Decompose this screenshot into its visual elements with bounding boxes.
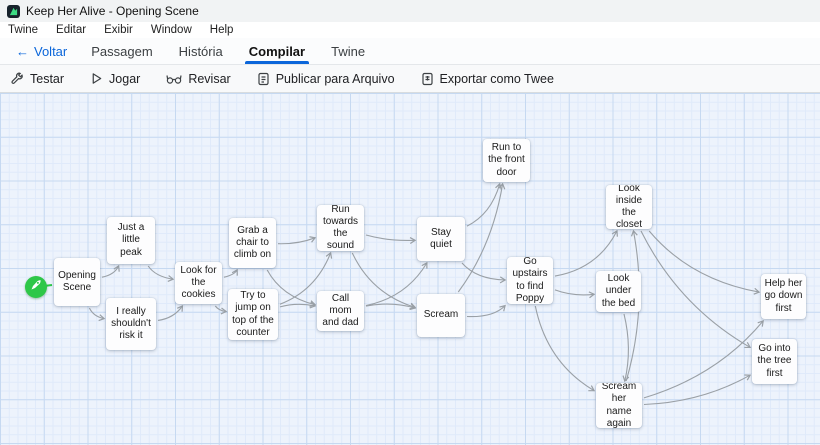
passage-node-scream_again[interactable]: Scream her name again: [596, 383, 642, 428]
play-button[interactable]: Jogar: [90, 72, 140, 86]
document-icon: [257, 72, 270, 86]
passage-node-run_sound[interactable]: Run towards the sound: [317, 205, 364, 251]
passage-node-cookies[interactable]: Look for the cookies: [175, 262, 222, 304]
passage-title: Grab a chair to climb on: [233, 224, 272, 261]
publish-label: Publicar para Arquivo: [275, 71, 395, 86]
link-run_sound-stay: [365, 234, 417, 245]
passage-title: Look under the bed: [601, 273, 636, 309]
wrench-icon: [10, 72, 24, 86]
link-chair-run_sound: [277, 236, 317, 245]
link-stay-go_upstairs: [461, 262, 507, 284]
passage-node-opening[interactable]: Opening Scene: [54, 258, 100, 306]
passage-node-call[interactable]: Call mom and dad: [317, 291, 364, 331]
link-cookies-chair: [223, 268, 238, 278]
publish-button[interactable]: Publicar para Arquivo: [257, 72, 395, 86]
link-call-stay: [365, 261, 428, 307]
link-bed-scream_again: [622, 313, 630, 383]
link-go_upstairs-bed: [554, 289, 596, 299]
play-label: Jogar: [109, 71, 141, 86]
title-bar: Keep Her Alive - Opening Scene: [0, 0, 820, 22]
passage-node-front_door[interactable]: Run to the front door: [483, 139, 530, 182]
passage-node-bed[interactable]: Look under the bed: [596, 271, 641, 312]
passage-node-chair[interactable]: Grab a chair to climb on: [229, 218, 276, 268]
passage-node-peak[interactable]: Just a little peak: [107, 217, 155, 264]
passage-node-closet[interactable]: Look inside the closet: [606, 185, 652, 229]
start-rocket-badge: [25, 276, 47, 298]
passage-title: Run to the front door: [488, 142, 525, 178]
test-button[interactable]: Testar: [10, 72, 64, 86]
proof-button[interactable]: Revisar: [166, 71, 231, 86]
passage-title: Look inside the closet: [615, 185, 643, 229]
back-label: Voltar: [34, 43, 68, 59]
toolbar: Testar Jogar Revisar Publicar para Arqui…: [0, 65, 820, 93]
tab-bar: ← Voltar Passagem História Compilar Twin…: [0, 38, 820, 65]
link-opening-risk: [88, 307, 106, 322]
passage-title: I really shouldn't risk it: [111, 305, 151, 342]
passage-title: Try to jump on top of the counter: [232, 290, 274, 338]
link-stay-front_door: [466, 182, 502, 227]
passage-title: Look for the cookies: [180, 264, 217, 301]
link-jump-call: [279, 301, 317, 309]
link-closet-tree: [640, 230, 752, 349]
menu-item-editar[interactable]: Editar: [56, 24, 87, 36]
window-title: Keep Her Alive - Opening Scene: [26, 4, 199, 18]
passage-node-help[interactable]: Help her go down first: [761, 274, 806, 319]
passage-node-go_upstairs[interactable]: Go upstairs to find Poppy: [507, 257, 553, 304]
link-scream-go_upstairs: [466, 304, 506, 318]
rocket-icon: [30, 278, 42, 296]
link-go_upstairs-scream_again: [534, 305, 596, 392]
link-call-scream: [365, 303, 417, 311]
passage-node-stay[interactable]: Stay quiet: [417, 217, 465, 261]
passage-title: Just a little peak: [117, 222, 145, 258]
link-closet-help: [648, 230, 761, 295]
passage-title: Scream her name again: [601, 383, 637, 428]
proof-label: Revisar: [188, 71, 231, 86]
passage-title: Opening Scene: [58, 269, 96, 293]
passage-title: Stay quiet: [430, 226, 452, 250]
passage-title: Go into the tree first: [757, 343, 792, 379]
link-peak-cookies: [147, 265, 175, 282]
play-icon: [90, 72, 103, 85]
tab-twine[interactable]: Twine: [331, 43, 366, 59]
tab-passagem[interactable]: Passagem: [91, 43, 153, 59]
link-scream_again-help: [643, 320, 764, 399]
tab-compilar[interactable]: Compilar: [241, 38, 313, 64]
glasses-icon: [166, 72, 182, 85]
document-grid-icon: [421, 72, 434, 86]
link-go_upstairs-closet: [554, 229, 618, 277]
link-cookies-jump: [214, 305, 228, 315]
passage-title: Call mom and dad: [322, 292, 359, 329]
menu-item-twine[interactable]: Twine: [8, 24, 39, 36]
test-label: Testar: [30, 71, 65, 86]
passage-node-jump[interactable]: Try to jump on top of the counter: [228, 289, 278, 340]
menu-item-help[interactable]: Help: [209, 24, 234, 36]
passage-title: Run towards the sound: [322, 205, 358, 251]
link-layer: [35, 182, 764, 406]
story-canvas[interactable]: Opening Scene Just a little peak I really …: [0, 93, 820, 445]
link-jump-run_sound: [279, 251, 333, 305]
link-scream-front_door: [457, 182, 506, 293]
passage-title: Help her go down first: [764, 278, 803, 314]
back-button[interactable]: ← Voltar: [10, 38, 73, 64]
menu-item-exibir[interactable]: Exibir: [104, 24, 133, 36]
passage-node-tree[interactable]: Go into the tree first: [752, 339, 797, 384]
link-scream_again-tree: [643, 374, 752, 406]
tab-historia[interactable]: História: [178, 43, 223, 59]
menu-item-window[interactable]: Window: [150, 24, 192, 36]
link-run_sound-scream: [351, 252, 417, 310]
passage-node-risk[interactable]: I really shouldn't risk it: [106, 298, 156, 350]
arrow-left-icon: ←: [16, 43, 29, 59]
export-twee-button[interactable]: Exportar como Twee: [421, 72, 554, 86]
link-opening-peak: [101, 264, 120, 278]
passage-title: Go upstairs to find Poppy: [512, 257, 548, 304]
passage-title: Scream: [423, 309, 459, 321]
export-twee-label: Exportar como Twee: [439, 71, 554, 86]
twine-logo-icon: [7, 4, 20, 18]
menu-bar: Twine Editar Exibir Window Help: [0, 22, 820, 38]
passage-node-scream[interactable]: Scream: [417, 294, 465, 337]
link-risk-cookies: [157, 304, 184, 321]
